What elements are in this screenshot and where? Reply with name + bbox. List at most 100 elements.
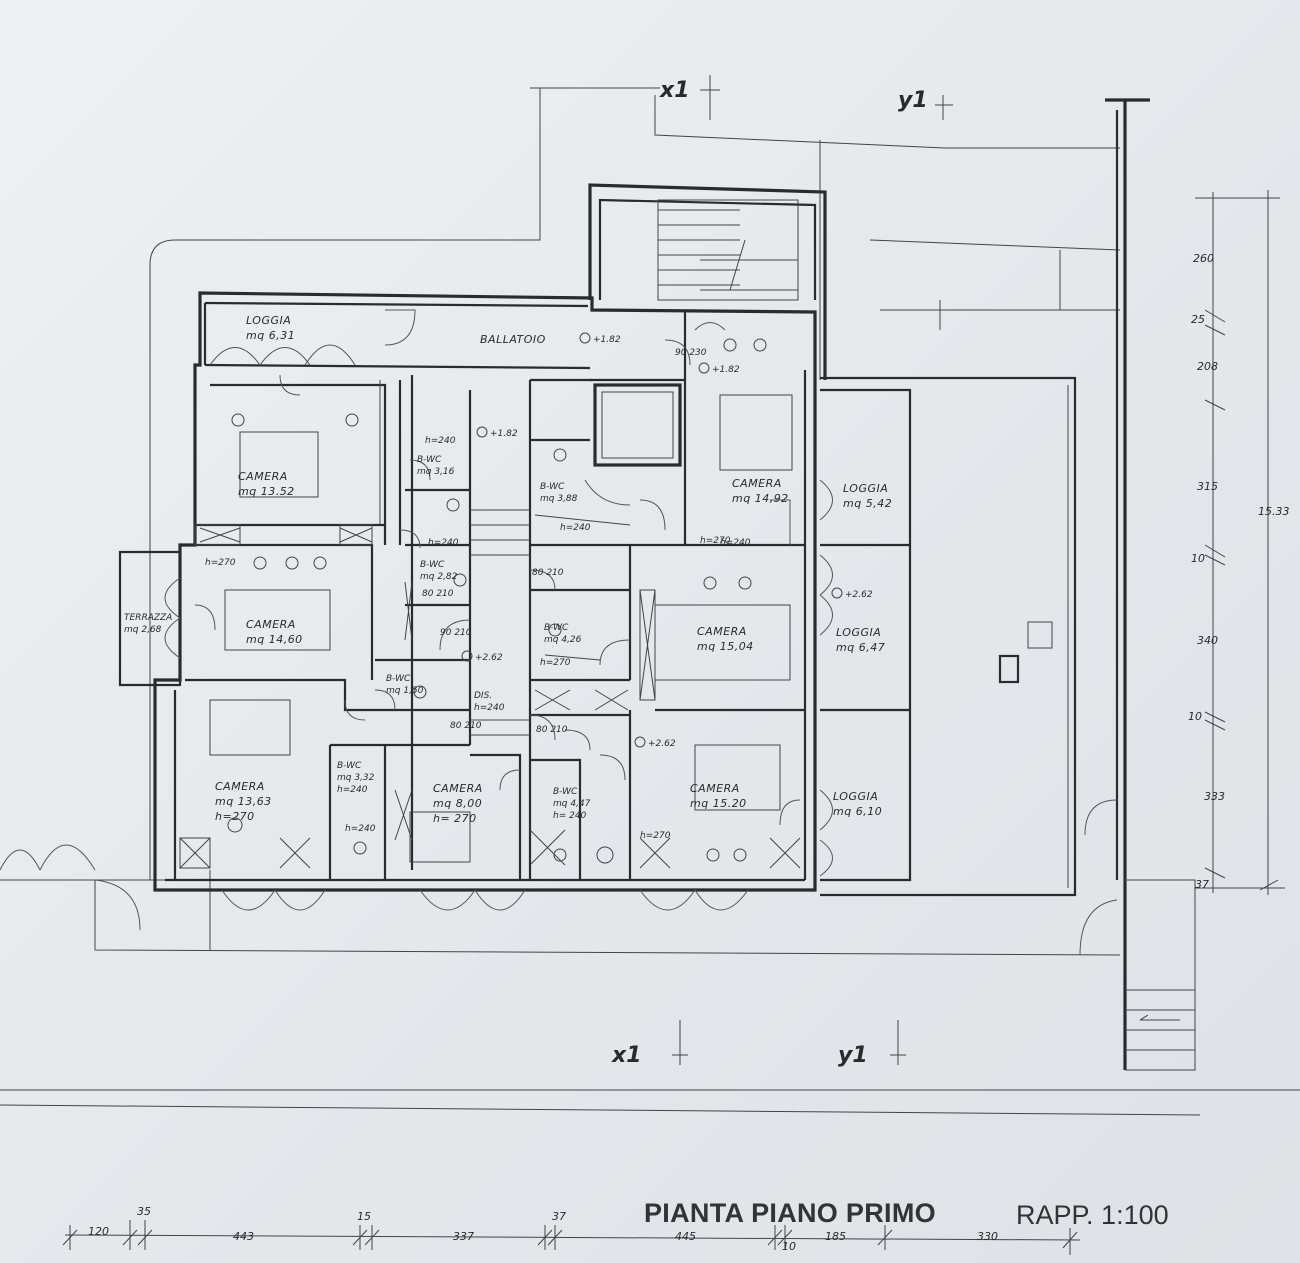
dimension-right: 25 bbox=[1191, 313, 1205, 326]
level-marker-symbol bbox=[579, 332, 591, 344]
axis-label-x-top: x1 bbox=[659, 78, 690, 103]
door-dimension: 80 210 bbox=[532, 568, 564, 578]
room-label-bwc-7: B-WC bbox=[337, 761, 362, 771]
room-label-loggia-e3: mq 6,10 bbox=[833, 805, 882, 818]
furniture bbox=[179, 338, 801, 869]
room-label-camera-7: h= 270 bbox=[433, 812, 477, 825]
level-marker-symbol bbox=[698, 362, 710, 374]
windows bbox=[0, 322, 1118, 956]
level-marker-symbol bbox=[476, 426, 488, 438]
room-label-bwc-3: B-WC bbox=[420, 560, 445, 570]
dimension-right: 37 bbox=[1195, 878, 1209, 891]
room-label-camera-3: mq 13,63 bbox=[215, 795, 272, 808]
dimension-bottom: 445 bbox=[675, 1230, 696, 1243]
level-marker-symbol bbox=[634, 736, 646, 748]
level-label: +1.82 bbox=[712, 365, 740, 375]
room-label-camera-2: CAMERA bbox=[246, 618, 296, 631]
dimension-right: 333 bbox=[1204, 790, 1225, 803]
room-label-camera-1: mq 13.52 bbox=[238, 485, 295, 498]
height-label: h=240 bbox=[345, 824, 376, 834]
room-label-camera-4: CAMERA bbox=[732, 477, 782, 490]
height-label: h=240 bbox=[720, 538, 751, 548]
room-label-loggia-e3: LOGGIA bbox=[833, 790, 878, 803]
room-label-bwc-7: h=240 bbox=[337, 785, 368, 795]
dimension-bottom: 35 bbox=[137, 1205, 151, 1218]
room-label-loggia-e1: LOGGIA bbox=[843, 482, 888, 495]
dimension-bottom: 337 bbox=[453, 1230, 474, 1243]
doors bbox=[194, 309, 801, 826]
room-label-bwc-6: B-WC bbox=[553, 787, 578, 797]
room-label-bwc-6: mq 4,47 bbox=[553, 799, 591, 809]
building-outline bbox=[153, 291, 817, 892]
room-label-bwc-2: mq 3,88 bbox=[540, 494, 578, 504]
height-label: h=270 bbox=[205, 558, 236, 568]
height-label: h=270 bbox=[540, 658, 571, 668]
room-label-bwc-2: B-WC bbox=[540, 482, 565, 492]
drawing-title: PIANTA PIANO PRIMO bbox=[644, 1198, 936, 1228]
height-label: h=240 bbox=[560, 523, 591, 533]
dimension-bottom: 330 bbox=[977, 1230, 998, 1243]
dimension-right: 208 bbox=[1197, 360, 1218, 373]
room-label-bwc-5: B-WC bbox=[386, 674, 411, 684]
internal-walls bbox=[185, 312, 912, 882]
room-label-camera-5: mq 15,04 bbox=[697, 640, 754, 653]
terrace-east bbox=[820, 376, 1077, 897]
door-dimension: 80 210 bbox=[422, 589, 454, 599]
elevator-shaft bbox=[593, 383, 682, 467]
dimension-bottom: 37 bbox=[552, 1210, 566, 1223]
height-label: h=270 bbox=[700, 536, 731, 546]
dimension-bottom: 15 bbox=[357, 1210, 371, 1223]
room-label-camera-6: CAMERA bbox=[690, 782, 740, 795]
dimension-right: 10 bbox=[1188, 710, 1202, 723]
dimension-right: 260 bbox=[1193, 252, 1214, 265]
height-label: h=240 bbox=[425, 436, 456, 446]
room-label-bwc-1: mq 3,16 bbox=[417, 467, 455, 477]
room-label-dis: h=240 bbox=[474, 703, 505, 713]
terrazza-west bbox=[118, 550, 182, 687]
dimension-right: 10 bbox=[1191, 552, 1205, 565]
level-marker-symbol bbox=[461, 650, 473, 662]
room-label-loggia-e2: mq 6,47 bbox=[836, 641, 885, 654]
dimension-labels-right: 260 25 208 315 10 340 10 333 37 15.33 bbox=[1188, 252, 1290, 891]
axis-markers: x1 y1 x1 y1 bbox=[611, 75, 953, 1068]
room-label-ballatoio: BALLATOIO bbox=[480, 333, 546, 346]
room-label-terrazza: TERRAZZA bbox=[124, 613, 172, 623]
room-label-camera-5: CAMERA bbox=[697, 625, 747, 638]
dimension-total-right: 15.33 bbox=[1258, 505, 1290, 518]
door-dimension: 80 210 bbox=[536, 725, 568, 735]
room-label-camera-7: mq 8,00 bbox=[433, 797, 482, 810]
stair-tower bbox=[588, 183, 827, 380]
axis-label-x-bottom: x1 bbox=[611, 1043, 642, 1068]
level-label: +2.62 bbox=[475, 653, 503, 663]
room-label-loggia-nw: LOGGIA bbox=[246, 314, 291, 327]
room-label-camera-6: mq 15.20 bbox=[690, 797, 747, 810]
height-label: h=270 bbox=[640, 831, 671, 841]
corridor-stairs bbox=[379, 380, 530, 736]
axis-label-y-bottom: y1 bbox=[838, 1043, 868, 1068]
dimension-bottom: 120 bbox=[88, 1225, 109, 1238]
dimension-bottom: 185 bbox=[825, 1230, 846, 1243]
boundary-wall-east bbox=[1105, 98, 1196, 1071]
drawing-scale: RAPP. 1:100 bbox=[1016, 1200, 1169, 1230]
room-label-camera-2: mq 14,60 bbox=[246, 633, 303, 646]
dimension-right: 315 bbox=[1197, 480, 1218, 493]
room-label-camera-3: CAMERA bbox=[215, 780, 265, 793]
dimension-right: 340 bbox=[1197, 634, 1218, 647]
door-dimension: 80 210 bbox=[450, 721, 482, 731]
room-label-terrazza: mq 2,68 bbox=[124, 625, 162, 635]
dimension-chain-right bbox=[1195, 190, 1285, 895]
dimension-chain-bottom bbox=[62, 1220, 1081, 1255]
dimension-bottom: 443 bbox=[233, 1230, 254, 1243]
ceiling-height-labels: h=240h=270h=270h=270h=270h=240h=240h=240… bbox=[205, 436, 751, 841]
room-label-bwc-4: mq 4,26 bbox=[544, 635, 582, 645]
room-label-bwc-5: mq 1,50 bbox=[386, 686, 424, 696]
level-label: +1.82 bbox=[593, 335, 621, 345]
room-label-loggia-e2: LOGGIA bbox=[836, 626, 881, 639]
door-dimension: 90 230 bbox=[675, 348, 707, 358]
room-label-camera-1: CAMERA bbox=[238, 470, 288, 483]
